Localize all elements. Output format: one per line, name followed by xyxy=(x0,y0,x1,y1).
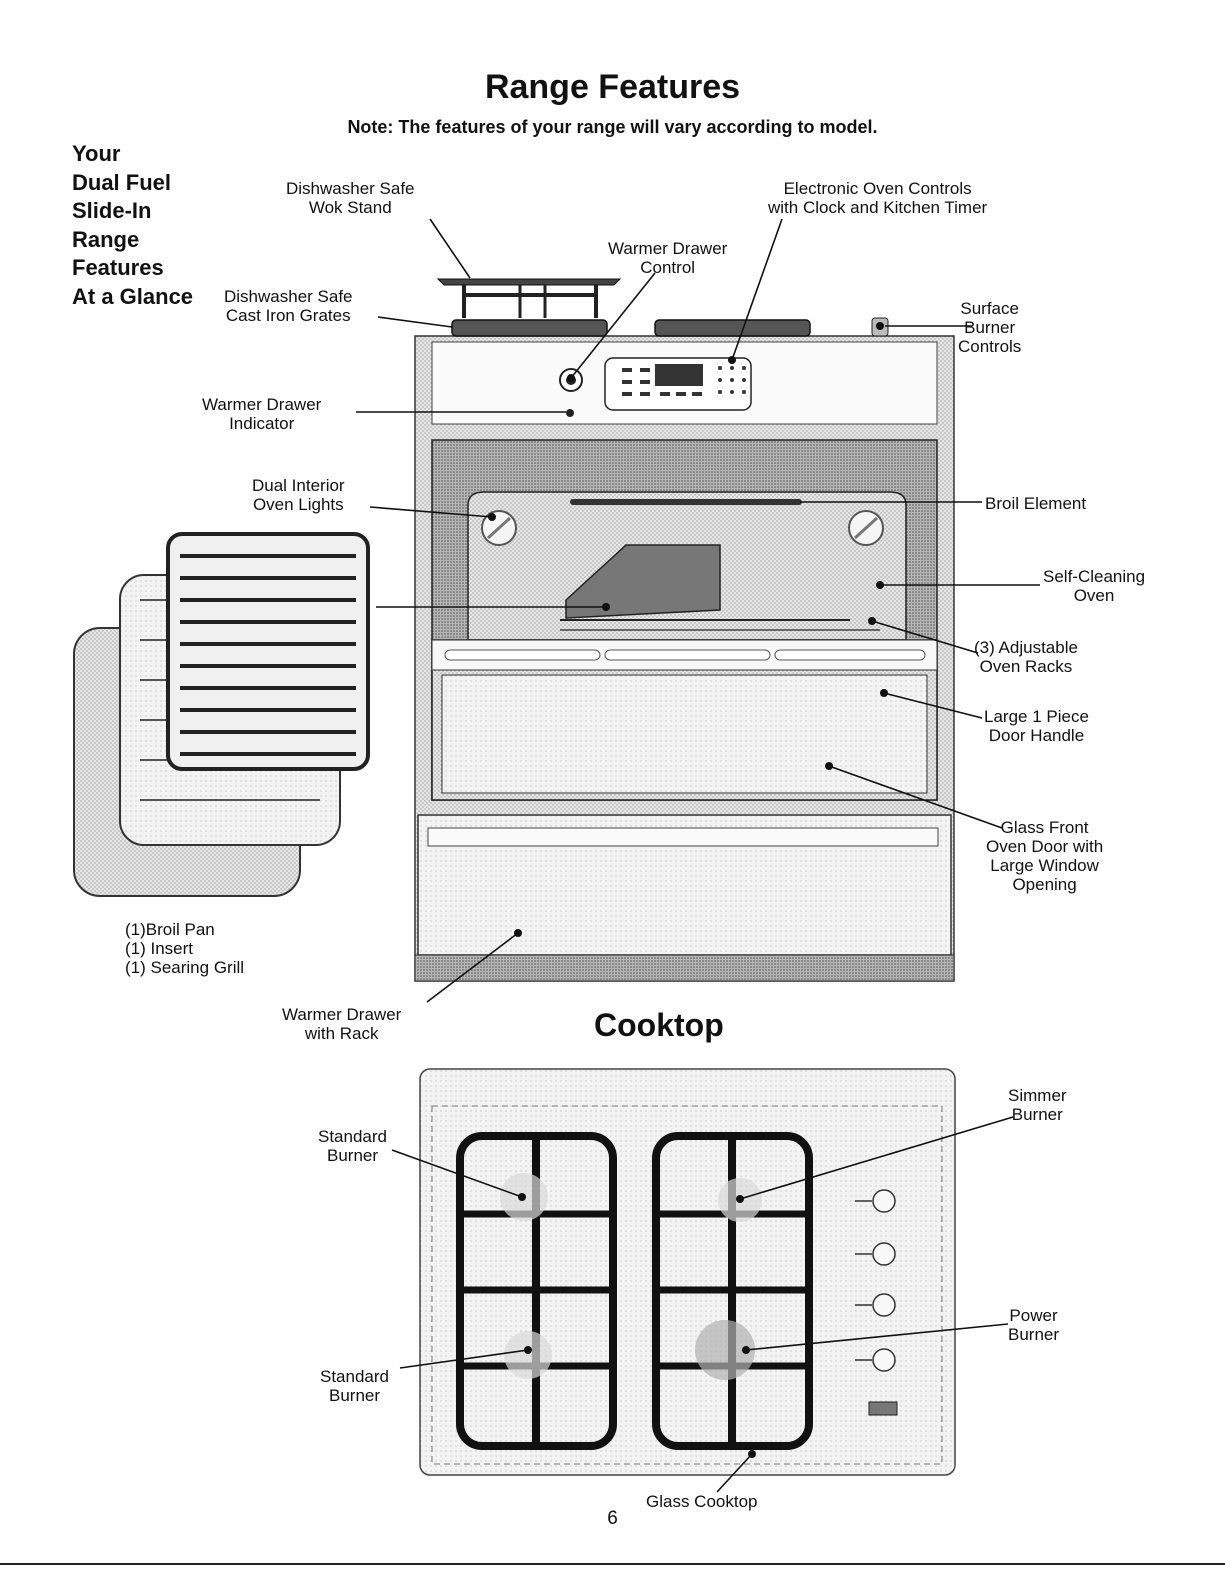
side-heading-line: Slide-In xyxy=(72,198,152,223)
cooktop-heading: Cooktop xyxy=(594,1007,724,1043)
warmer-drawer-control-label: Warmer Drawer Control xyxy=(608,239,728,277)
cooktop-illustration xyxy=(419,1068,956,1476)
model-note: Note: The features of your range will va… xyxy=(347,117,878,137)
page-number: 6 xyxy=(607,1508,618,1529)
side-heading-line: Features xyxy=(72,255,164,280)
self-cleaning-label: Self-Cleaning Oven xyxy=(1043,567,1146,605)
standard-burner-bottom-label: Standard Burner xyxy=(320,1367,389,1405)
side-heading-line: Range xyxy=(72,226,140,252)
power-burner-label: Power Burner xyxy=(1008,1306,1060,1344)
wok-stand-label: Dishwasher Safe Wok Stand xyxy=(286,179,415,217)
side-heading: Your Dual Fuel Slide-In Range Features A… xyxy=(72,140,193,311)
cast-iron-grate-left xyxy=(451,319,608,337)
range-body xyxy=(414,335,955,982)
standard-burner-top-label: Standard Burner xyxy=(318,1127,387,1165)
cast-iron-grate-right xyxy=(654,319,811,337)
glass-door-label: Glass Front Oven Door with Large Window … xyxy=(986,818,1104,894)
side-heading-line: At a Glance xyxy=(72,283,194,309)
warmer-drawer-label: Warmer Drawer with Rack xyxy=(282,1005,402,1043)
warmer-drawer-indicator-label: Warmer Drawer Indicator xyxy=(202,395,322,433)
surface-burner-controls-label: Surface Burner Controls xyxy=(958,299,1022,356)
oven-lights-label: Dual Interior Oven Lights xyxy=(252,476,345,514)
cooktop-leader-lines xyxy=(391,1116,1014,1493)
broil-pan-set xyxy=(73,532,370,897)
side-heading-line: Dual Fuel xyxy=(72,169,172,195)
door-handle-label: Large 1 Piece Door Handle xyxy=(984,707,1089,745)
bottom-rule xyxy=(0,1563,1225,1565)
simmer-burner-label: Simmer Burner xyxy=(1008,1086,1067,1124)
range-leader-lines xyxy=(356,218,1040,1003)
cast-iron-grates-label: Dishwasher Safe Cast Iron Grates xyxy=(224,287,353,325)
electronic-controls-label: Electronic Oven Controls with Clock and … xyxy=(768,179,988,217)
broil-element-label: Broil Element xyxy=(985,494,1087,513)
broil-pan-label: (1)Broil Pan (1) Insert (1) Searing Gril… xyxy=(125,920,245,977)
glass-cooktop-label: Glass Cooktop xyxy=(646,1492,758,1511)
wok-stand xyxy=(436,278,622,318)
warmer-drawer-indicator-light xyxy=(566,409,574,417)
side-heading-line: Your xyxy=(72,141,121,166)
broil-element-bar xyxy=(570,499,802,505)
oven-racks-label: (3) Adjustable Oven Racks xyxy=(974,638,1078,676)
page-title: Range Features xyxy=(484,68,741,106)
